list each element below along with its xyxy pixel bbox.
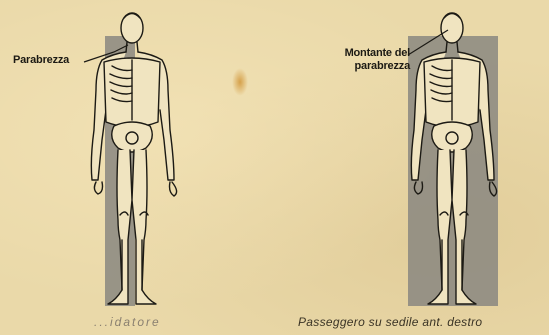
caption-right: Passeggero su sedile ant. destro <box>298 315 482 329</box>
callout-montante-line2: parabrezza <box>326 60 410 73</box>
callout-montante-line1: Montante del <box>326 47 410 60</box>
caption-left: ...idatore <box>94 315 161 329</box>
callout-parabrezza: Parabrezza <box>13 54 69 67</box>
leader-line-right <box>408 30 448 55</box>
callout-montante: Montante del parabrezza <box>326 47 410 73</box>
leader-line-left <box>84 45 128 62</box>
